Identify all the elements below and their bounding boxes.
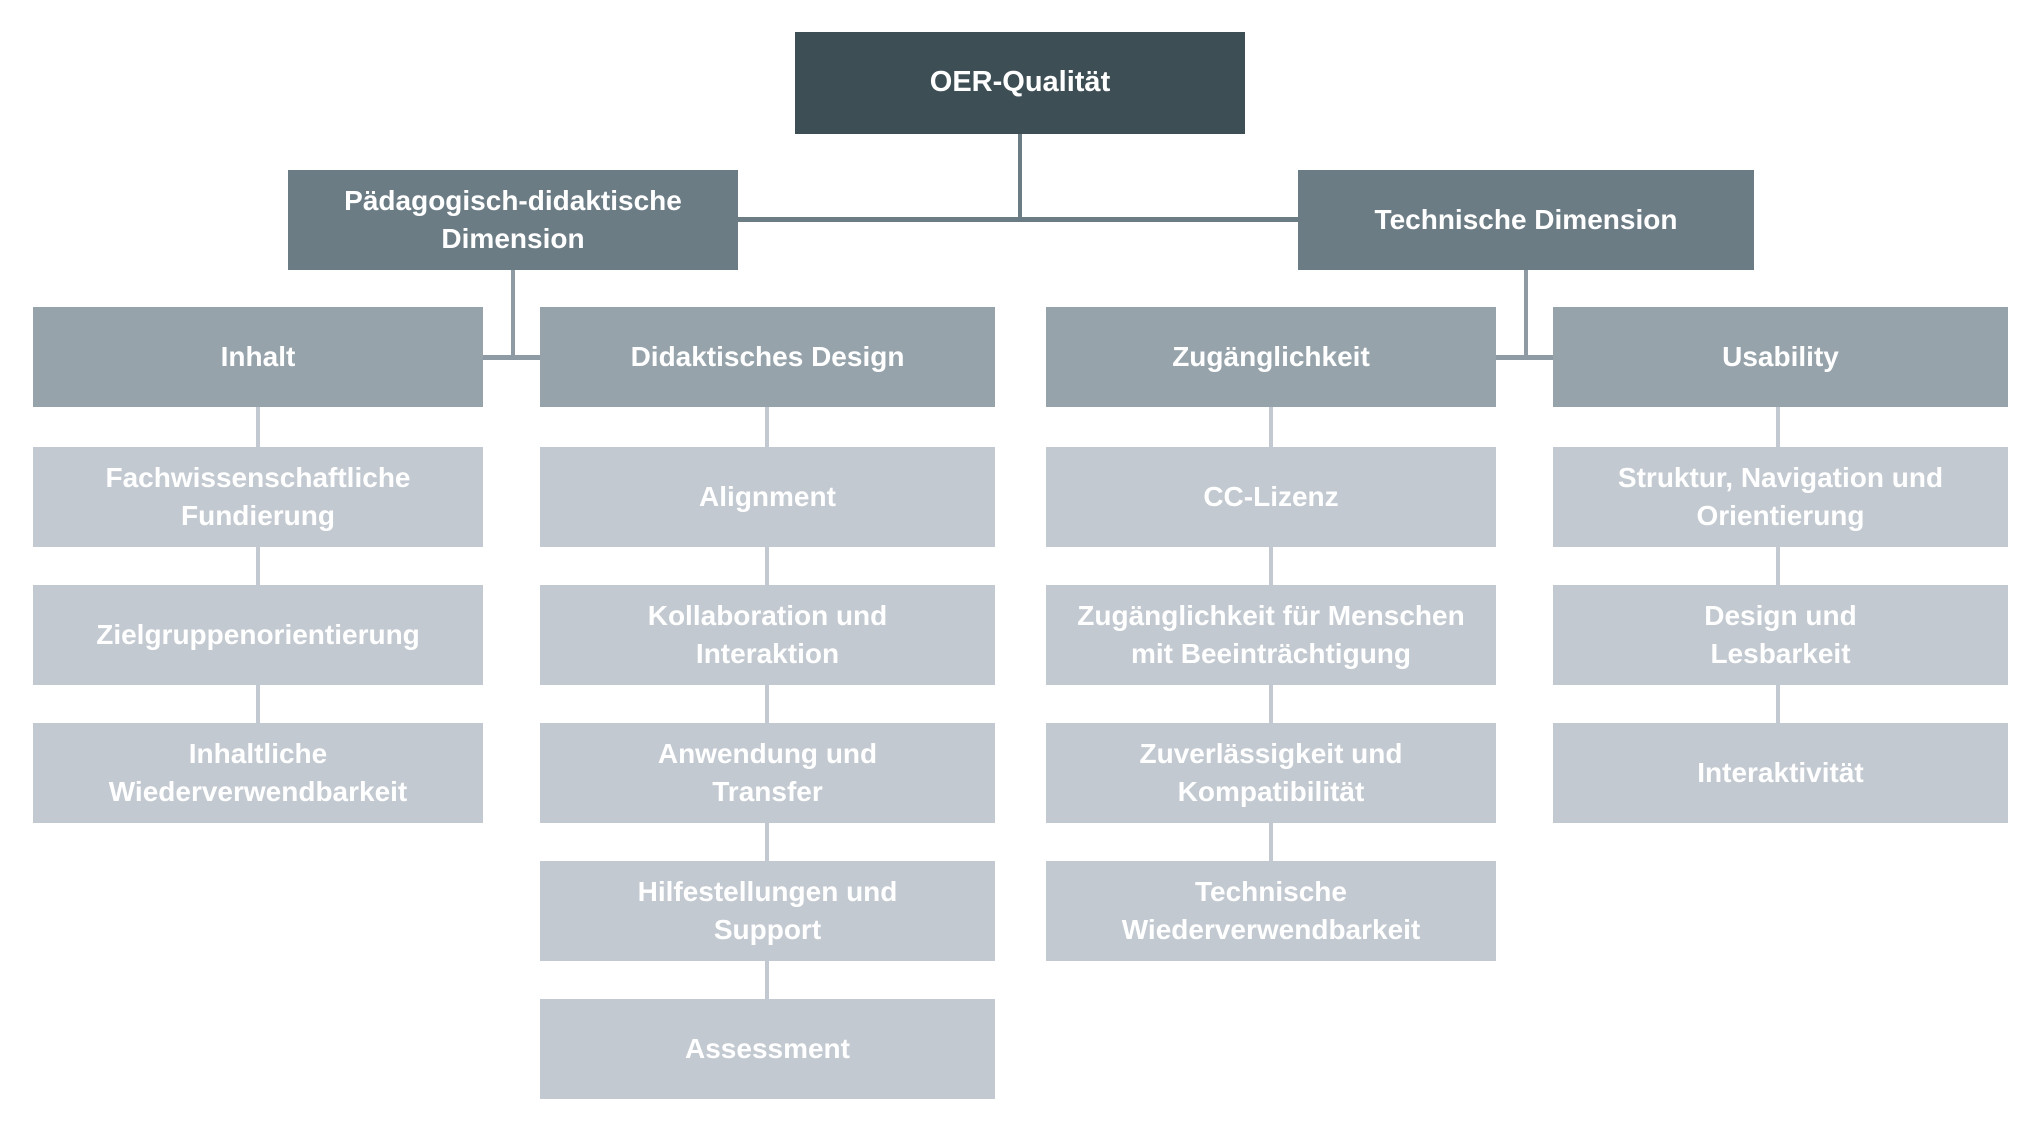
connector-line — [1269, 547, 1273, 585]
node-anwendung-und-transfer: Anwendung und Transfer — [540, 723, 995, 823]
connector-root-vertical — [1018, 134, 1022, 220]
node-zielgruppenorientierung: Zielgruppenorientierung — [33, 585, 483, 685]
node-cc-lizenz: CC-Lizenz — [1046, 447, 1496, 547]
node-usability: Usability — [1553, 307, 2008, 407]
connector-line — [765, 685, 769, 723]
node-didaktisches-design: Didaktisches Design — [540, 307, 995, 407]
connector-line — [256, 685, 260, 723]
node-technische-wiederverwendbarkeit: Technische Wiederverwendbarkeit — [1046, 861, 1496, 961]
connector-line — [1776, 407, 1780, 447]
connector-paedagogisch-vertical — [511, 270, 515, 357]
connector-line — [256, 547, 260, 585]
node-struktur-navigation-orientierung: Struktur, Navigation und Orientierung — [1553, 447, 2008, 547]
connector-line — [765, 961, 769, 999]
node-design-und-lesbarkeit: Design und Lesbarkeit — [1553, 585, 2008, 685]
connector-technisch-horizontal — [1496, 355, 1553, 360]
node-oer-qualitaet: OER-Qualität — [795, 32, 1245, 134]
node-inhalt: Inhalt — [33, 307, 483, 407]
connector-line — [765, 407, 769, 447]
node-assessment: Assessment — [540, 999, 995, 1099]
connector-line — [1269, 823, 1273, 861]
connector-root-horizontal — [738, 217, 1298, 222]
node-zuverlaessigkeit-und-kompatibilitaet: Zuverlässigkeit und Kompatibilität — [1046, 723, 1496, 823]
node-paedagogisch-didaktische-dimension: Pädagogisch-didaktische Dimension — [288, 170, 738, 270]
connector-line — [1776, 685, 1780, 723]
node-inhaltliche-wiederverwendbarkeit: Inhaltliche Wiederverwendbarkeit — [33, 723, 483, 823]
connector-line — [1269, 685, 1273, 723]
connector-line — [1269, 407, 1273, 447]
node-interaktivitaet: Interaktivität — [1553, 723, 2008, 823]
connector-line — [765, 547, 769, 585]
node-technische-dimension: Technische Dimension — [1298, 170, 1754, 270]
connector-technisch-vertical — [1524, 270, 1528, 357]
connector-line — [256, 407, 260, 447]
connector-line — [765, 823, 769, 861]
connector-paedagogisch-horizontal — [482, 355, 540, 360]
node-fachwissenschaftliche-fundierung: Fachwissenschaftliche Fundierung — [33, 447, 483, 547]
node-zugaenglichkeit: Zugänglichkeit — [1046, 307, 1496, 407]
node-kollaboration-und-interaktion: Kollaboration und Interaktion — [540, 585, 995, 685]
node-alignment: Alignment — [540, 447, 995, 547]
connector-line — [1776, 547, 1780, 585]
node-hilfestellungen-und-support: Hilfestellungen und Support — [540, 861, 995, 961]
node-zugaenglichkeit-beeintraechtigung: Zugänglichkeit für Menschen mit Beeinträ… — [1046, 585, 1496, 685]
